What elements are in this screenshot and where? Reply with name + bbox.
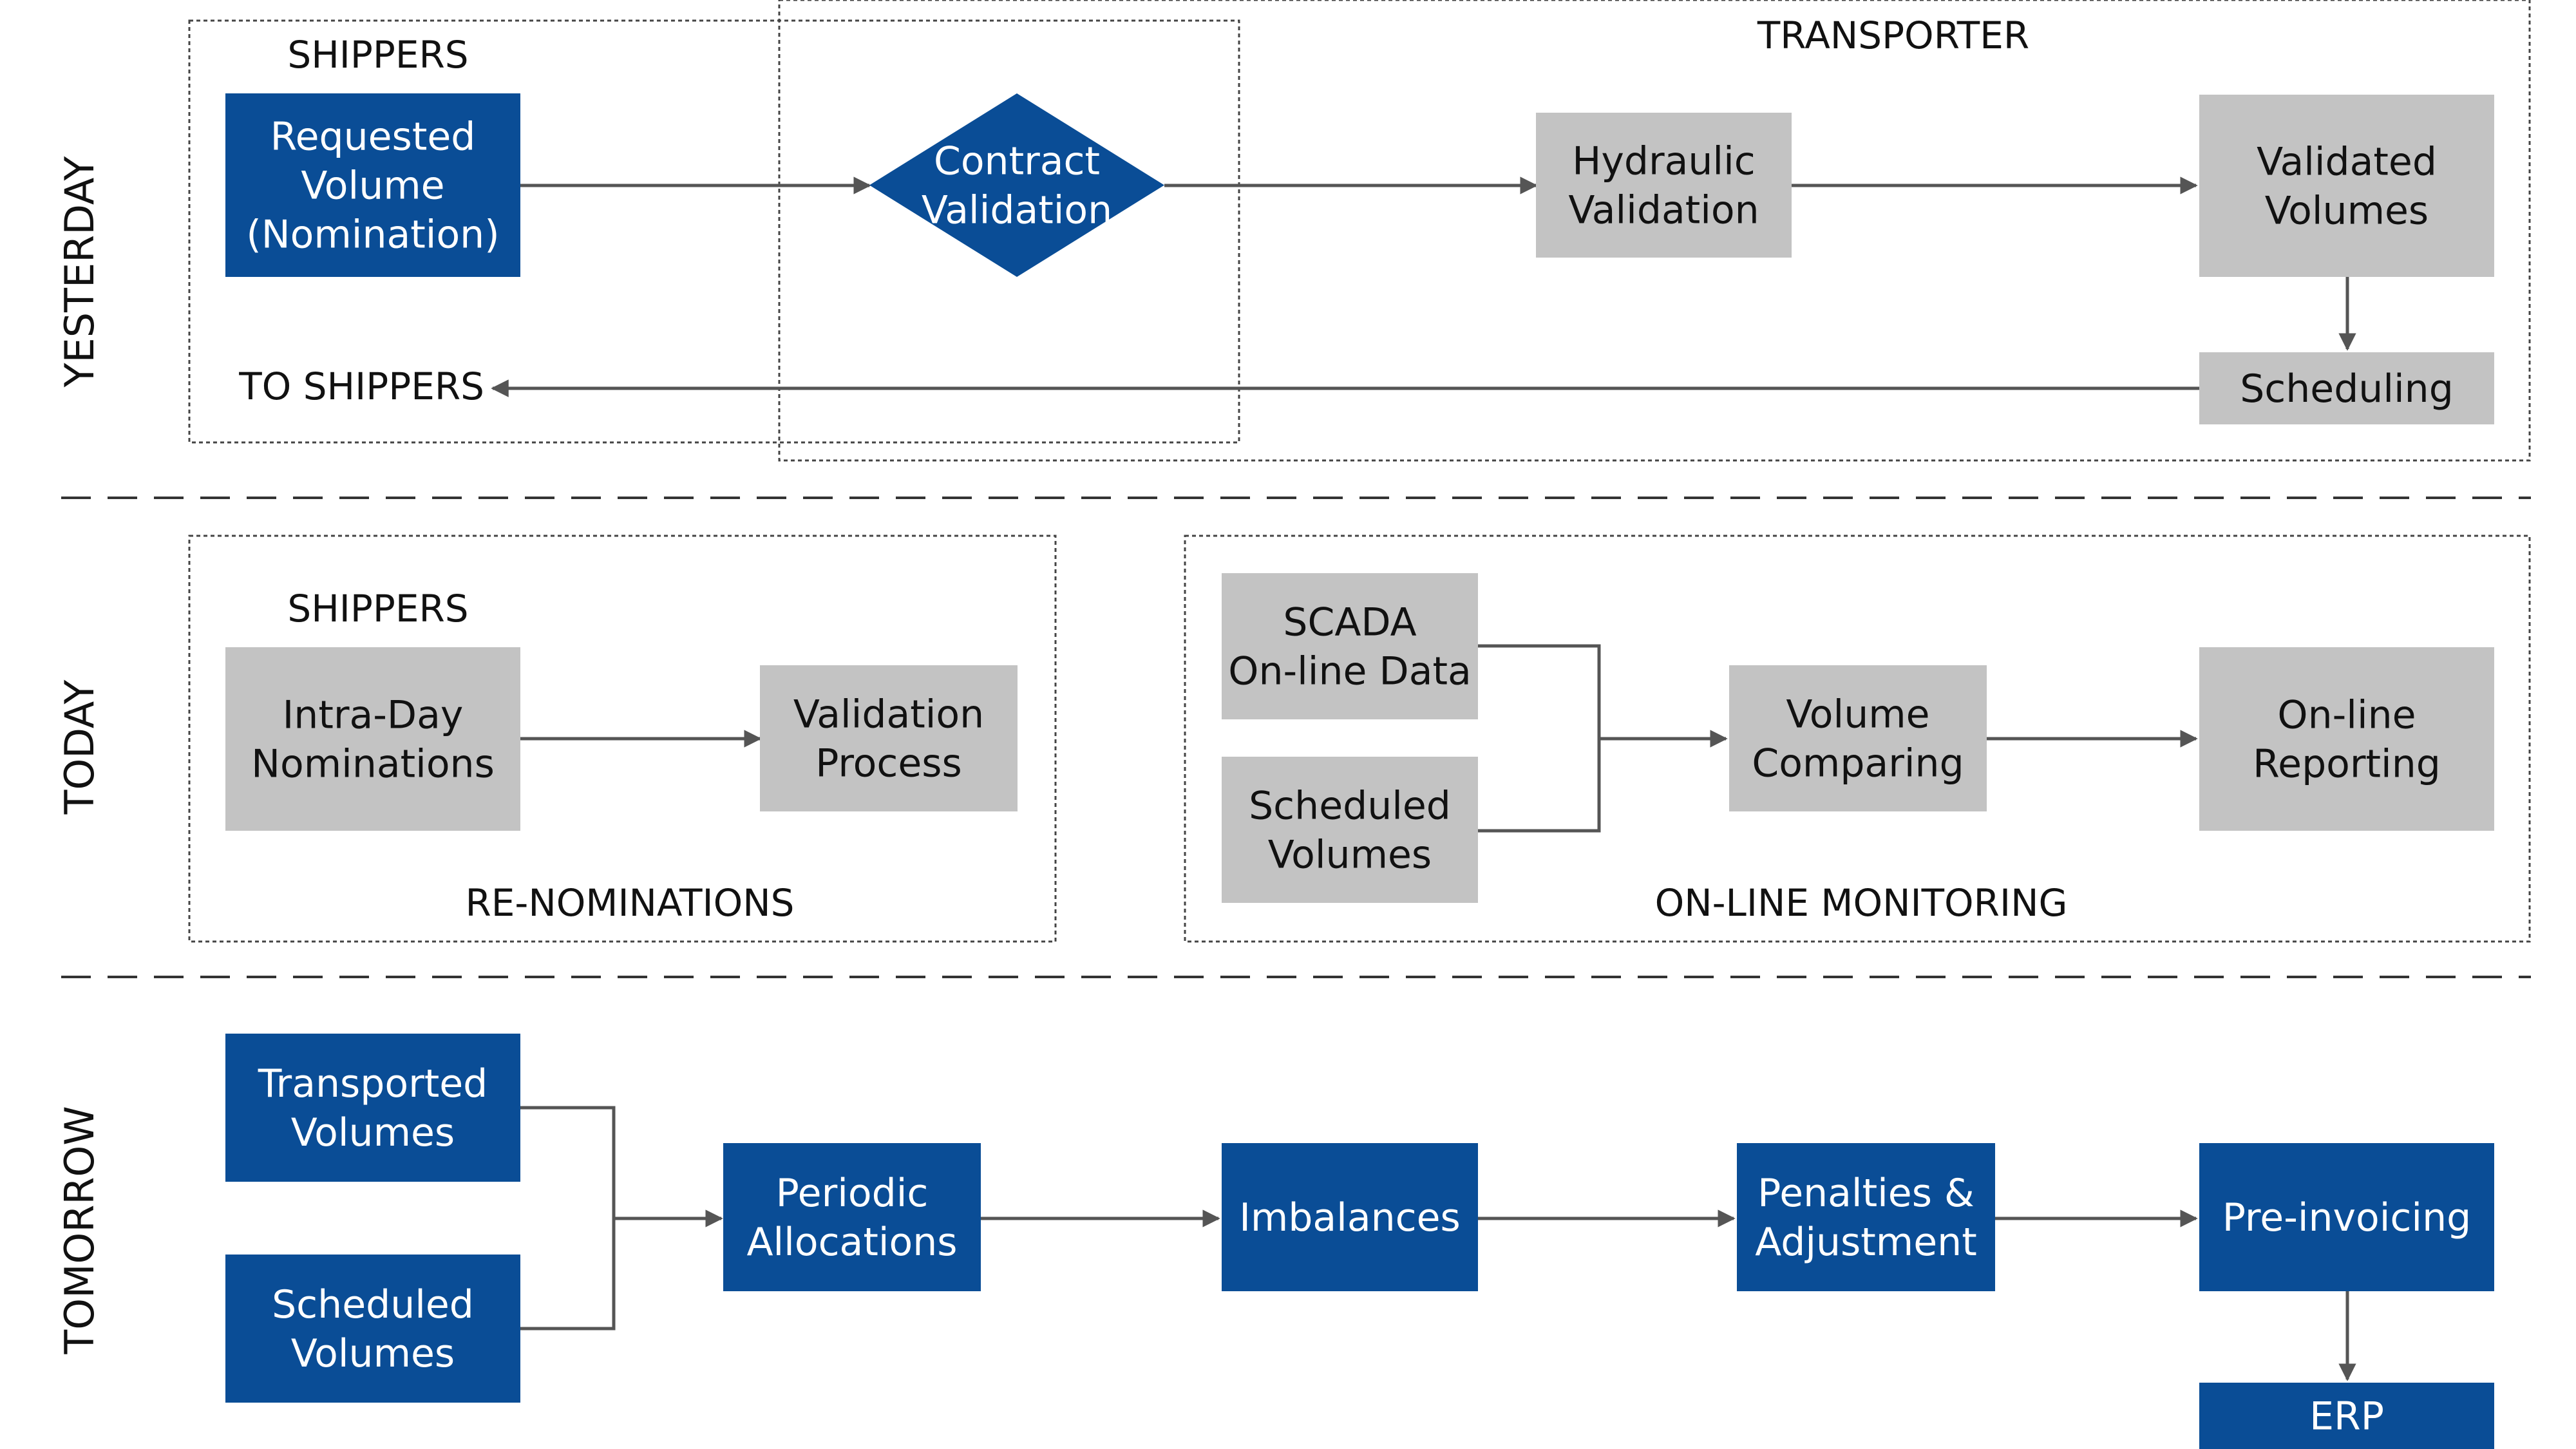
row-label-today: TODAY xyxy=(56,679,103,815)
edge-scada-to-merge xyxy=(1478,644,1601,833)
node-shape xyxy=(225,1034,520,1182)
node-label-line: Scheduled xyxy=(272,1282,474,1327)
node-label-line: ERP xyxy=(2309,1394,2384,1439)
node-shape xyxy=(2199,95,2494,277)
to-shippers-label: TO SHIPPERS xyxy=(238,365,484,408)
node-label-line: Requested xyxy=(270,115,476,160)
node-label-line: Transported xyxy=(258,1061,488,1106)
node-label-line: Comparing xyxy=(1752,741,1964,786)
node-shape xyxy=(2199,1143,2494,1291)
node-label-line: Scheduled xyxy=(1249,784,1451,829)
node-shape xyxy=(1222,1143,1478,1291)
node-shape xyxy=(1729,665,1987,811)
node-label-line: Adjustment xyxy=(1755,1220,1976,1265)
node-label-line: Contract xyxy=(934,139,1100,184)
node-label-line: Validated xyxy=(2257,140,2437,185)
edge-transported-to-merge xyxy=(520,1106,616,1331)
node-label-line: Nominations xyxy=(251,742,495,787)
node-label-line: Hydraulic xyxy=(1572,139,1756,184)
node-erp: ERP xyxy=(2199,1383,2494,1449)
node-label-line: SCADA xyxy=(1283,600,1416,645)
node-scheduling: Scheduling xyxy=(2199,352,2494,424)
node-imbalances: Imbalances xyxy=(1222,1143,1478,1291)
node-label-line: Allocations xyxy=(746,1220,957,1265)
renominations-label: RE-NOMINATIONS xyxy=(465,881,794,925)
node-penalties-adjustment: Penalties &Adjustment xyxy=(1737,1143,1995,1291)
row-label-yesterday: YESTERDAY xyxy=(56,156,103,388)
online-monitoring-label: ON-LINE MONITORING xyxy=(1655,881,2068,925)
node-label-line: Validation xyxy=(922,188,1112,233)
node-label-line: Scheduling xyxy=(2240,366,2454,412)
node-label-line: On-line xyxy=(2277,693,2416,738)
node-label-line: Imbalances xyxy=(1239,1195,1461,1240)
node-label-line: Intra-Day xyxy=(283,693,464,738)
node-shape xyxy=(869,93,1164,277)
node-shape xyxy=(1222,757,1478,903)
node-label-line: Volume xyxy=(1786,692,1929,737)
node-shape xyxy=(2199,647,2494,831)
node-label-line: Volumes xyxy=(291,1110,455,1155)
node-shape xyxy=(1222,573,1478,719)
node-pre-invoicing: Pre-invoicing xyxy=(2199,1143,2494,1291)
node-shape xyxy=(2199,352,2494,424)
node-label-line: Validation xyxy=(1568,188,1759,233)
node-shape xyxy=(225,647,520,831)
node-label-line: Penalties & xyxy=(1757,1171,1975,1216)
node-shape xyxy=(1737,1143,1995,1291)
node-label-line: Volume xyxy=(301,164,444,209)
row-label-tomorrow: TOMORROW xyxy=(56,1106,103,1354)
online-monitoring-frame xyxy=(1184,535,2531,943)
shippers-label-today: SHIPPERS xyxy=(287,587,468,630)
node-shape xyxy=(225,1255,520,1403)
nodes-layer: RequestedVolume(Nomination)ContractValid… xyxy=(225,93,2494,1449)
shippers-label-yesterday: SHIPPERS xyxy=(287,33,468,77)
node-label-line: Validation xyxy=(793,692,984,737)
node-label-line: Volumes xyxy=(1268,833,1432,878)
node-label-line: Pre-invoicing xyxy=(2222,1195,2471,1240)
node-label-line: (Nomination) xyxy=(246,213,499,258)
renominations-frame xyxy=(188,535,1057,943)
shippers-frame-yesterday xyxy=(188,19,1240,444)
node-label-line: Volumes xyxy=(291,1331,455,1376)
transporter-label: TRANSPORTER xyxy=(1757,14,2029,57)
node-label-line: On-line Data xyxy=(1228,649,1472,694)
node-shape xyxy=(1536,113,1792,258)
node-shape xyxy=(225,93,520,277)
node-label-line: Process xyxy=(815,741,962,786)
node-shape xyxy=(760,665,1018,811)
node-shape xyxy=(2199,1383,2494,1449)
node-label-line: Reporting xyxy=(2253,742,2441,787)
node-label-line: Volumes xyxy=(2265,189,2429,234)
node-label-line: Periodic xyxy=(776,1171,929,1216)
node-shape xyxy=(723,1143,981,1291)
